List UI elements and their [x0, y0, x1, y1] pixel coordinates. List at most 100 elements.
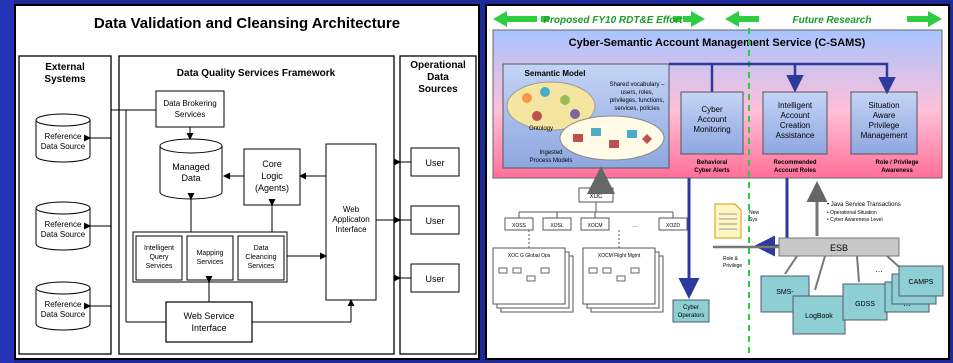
intelligent-query-box — [135, 235, 183, 281]
operational-label-2: Data — [427, 72, 449, 83]
doc-note-2: Privilege — [723, 263, 742, 269]
cyber-monitoring-label-2: Account — [698, 115, 728, 124]
framework-label: Data Quality Services Framework — [177, 68, 336, 79]
ingested-label-1: Ingested — [539, 150, 562, 156]
cleancing-label-2: Cleancing — [245, 254, 276, 261]
web-app-label-2: Applicaton — [332, 215, 369, 224]
gdss-link — [856, 255, 860, 283]
role-privilege-1: Role / Privilege — [875, 160, 919, 166]
new-systems-1: New — [749, 210, 759, 216]
left-accent-bar — [0, 0, 14, 363]
svg-text:Reference: Reference — [45, 220, 82, 229]
intelligent-query-label-1: Intelligent — [144, 245, 174, 252]
situation-aware-label-1: Situation — [868, 101, 899, 110]
csams-panel: Proposed FY10 RDT&E Effort Future Resear… — [485, 4, 950, 360]
core-logic-label-1: Core — [262, 159, 282, 169]
validation-architecture-panel: Data Validation and Cleansing Architectu… — [14, 4, 480, 360]
ontology-cloud: Ontology — [506, 81, 596, 132]
external-systems-label-1: External — [45, 62, 85, 73]
document-icon — [714, 203, 742, 239]
svg-text:XOCM Flight Mgmt: XOCM Flight Mgmt — [598, 253, 641, 259]
svg-text:Data: Data — [181, 173, 200, 183]
svg-text:XOSS: XOSS — [512, 223, 527, 229]
cyber-monitoring-label-1: Cyber — [701, 105, 723, 114]
xoc-global-ops-stack: XOC G Global Ops — [492, 247, 574, 313]
svg-text:Reference: Reference — [45, 300, 82, 309]
sms-link — [784, 255, 798, 275]
behavioral-alerts-1: Behavioral — [697, 160, 728, 166]
esb-note-2: • Operational Situation — [827, 210, 877, 216]
semantic-vocab-2: users, roles, — [621, 90, 654, 96]
logbook-link — [814, 255, 826, 291]
operational-label-3: Sources — [418, 84, 458, 95]
esb-label: ESB — [830, 243, 848, 253]
web-service-label-1: Web Service — [184, 311, 235, 321]
semantic-vocab-4: services, policies — [614, 106, 659, 112]
validation-architecture-diagram: Data Validation and Cleansing Architectu… — [18, 15, 477, 355]
recommended-roles-1: Recommended — [773, 160, 816, 166]
mapping-label-2: Services — [197, 259, 224, 266]
ingested-label-2: Process Models — [530, 158, 573, 164]
semantic-model-title: Semantic Model — [525, 69, 586, 78]
managed-data-store: Managed Data — [159, 138, 223, 200]
intelligent-query-label-2: Query — [149, 254, 169, 261]
web-service-label-2: Interface — [191, 323, 226, 333]
user-label-3: User — [425, 274, 444, 284]
esb-note-3: • Cyber Awareness Level — [827, 217, 883, 223]
core-logic-label-3: (Agents) — [255, 183, 289, 193]
new-systems-2: Sys — [749, 217, 758, 223]
data-brokering-label-2: Services — [175, 110, 206, 119]
framework-box — [118, 55, 395, 355]
semantic-vocab-1: Shared vocabulary – — [609, 82, 665, 88]
intelligent-query-label-3: Services — [146, 263, 173, 270]
core-logic-label-2: Logic — [261, 171, 283, 181]
svg-text:…: … — [632, 223, 638, 229]
cyber-operators-label-2: Operators — [678, 313, 705, 319]
svg-text:Data Source: Data Source — [41, 230, 86, 239]
cyber-operators-label-1: Cyber — [683, 305, 699, 311]
esb-note-1: • Java Service Transactions — [827, 202, 901, 208]
data-brokering-label-1: Data Brokering — [163, 99, 216, 108]
svg-text:Managed: Managed — [172, 162, 210, 172]
situation-aware-label-2: Aware — [873, 111, 896, 120]
reference-source-3: Reference Data Source — [35, 281, 91, 331]
future-research-banner: Future Research — [725, 11, 942, 27]
system-ellipsis-1: … — [903, 299, 911, 308]
web-app-label-1: Web — [343, 205, 360, 214]
role-privilege-2: Awareness — [881, 168, 913, 174]
cleancing-label-3: Services — [248, 263, 275, 270]
xocm-flight-mgmt-stack: XOCM Flight Mgmt — [582, 247, 664, 313]
svg-text:XOC: XOC — [589, 194, 603, 200]
web-service-interface-box — [165, 301, 253, 343]
proposed-effort-banner: Proposed FY10 RDT&E Effort — [493, 11, 705, 27]
user-box-1 — [410, 147, 460, 177]
system-logbook — [792, 295, 846, 335]
svg-text:Future Research: Future Research — [793, 15, 872, 26]
system-camps — [898, 265, 944, 297]
external-systems-label-2: Systems — [44, 74, 86, 85]
svg-text:Ontology: Ontology — [529, 126, 553, 132]
intelligent-assist-label-2: Account — [781, 111, 811, 120]
cyber-account-monitoring-box — [680, 91, 744, 155]
core-logic-box — [243, 148, 301, 206]
reference-source-1: Reference Data Source — [35, 113, 91, 163]
operational-sources-box — [399, 55, 477, 355]
mapping-services-box — [186, 235, 234, 281]
system-ellipsis-2: … — [875, 265, 883, 274]
system-sms-label: SMS- — [776, 289, 794, 296]
svg-text:XOC G Global Ops: XOC G Global Ops — [508, 253, 551, 259]
svg-text:Proposed FY10 RDT&E Effort: Proposed FY10 RDT&E Effort — [543, 15, 683, 26]
data-brokering-box — [155, 90, 225, 128]
web-app-label-3: Interface — [335, 225, 367, 234]
mapping-label-1: Mapping — [197, 250, 224, 257]
behavioral-alerts-2: Cyber Alerts — [694, 168, 730, 174]
operational-label-1: Operational — [410, 60, 466, 71]
cyber-monitoring-label-3: Monitoring — [693, 125, 730, 134]
intelligent-assist-label-3: Creation — [780, 121, 810, 130]
xoc-children: XOSS XOSL XOCM … XOZD — [504, 212, 688, 231]
svg-text:Reference: Reference — [45, 132, 82, 141]
semantic-flow-arrow — [710, 62, 896, 95]
intelligent-assist-label-1: Intelligent — [778, 101, 813, 110]
intelligent-assist-label-4: Assistance — [776, 131, 815, 140]
